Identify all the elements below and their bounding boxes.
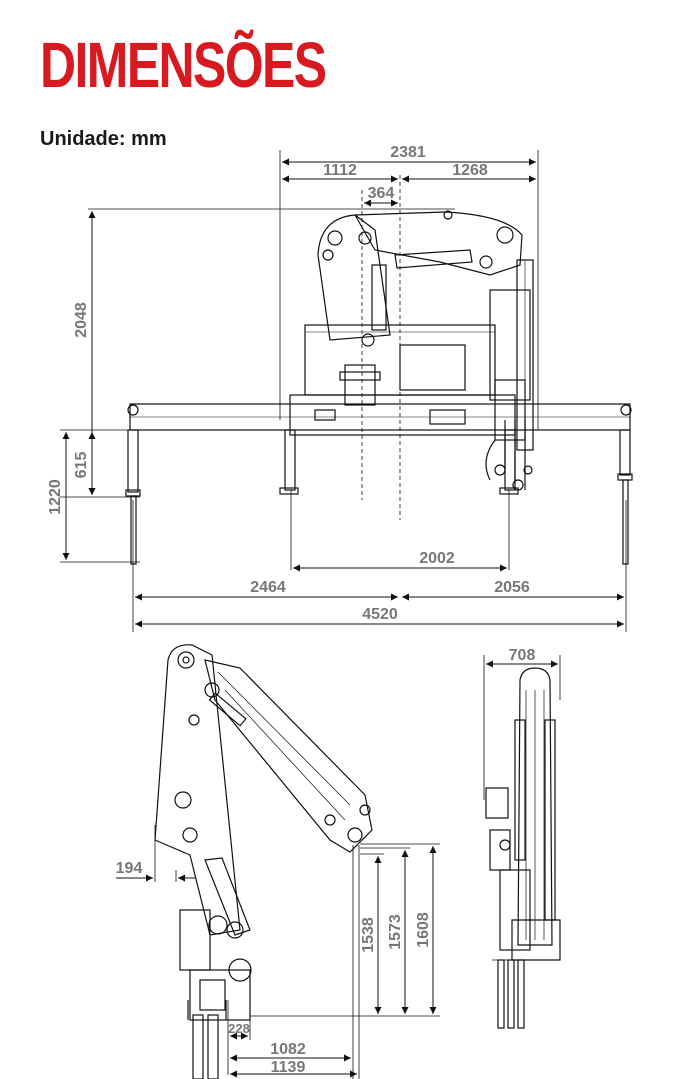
dim-1268: 1268 [452, 162, 488, 179]
dim-2056: 2056 [494, 579, 530, 596]
dim-1220: 1220 [47, 479, 64, 515]
dim-615: 615 [73, 452, 90, 479]
dim-2002: 2002 [419, 550, 455, 567]
front-view-drawing [483, 655, 561, 1029]
dim-1139: 1139 [271, 1059, 306, 1076]
side-view-dimensions [116, 846, 437, 1078]
dim-2048: 2048 [73, 302, 90, 338]
dim-1573: 1573 [387, 914, 404, 950]
dim-1112: 1112 [323, 162, 357, 179]
dim-708: 708 [509, 647, 536, 664]
dim-2464: 2464 [250, 579, 286, 596]
dim-4520: 4520 [362, 606, 398, 623]
dim-1082: 1082 [270, 1041, 306, 1058]
dim-1538: 1538 [360, 917, 377, 953]
dim-228: 228 [228, 1021, 250, 1036]
top-view-dimensions [62, 158, 624, 628]
side-view-drawing [154, 644, 440, 1079]
dim-364: 364 [368, 185, 395, 202]
page-title: DIMENSÕES [40, 29, 327, 101]
dim-2381: 2381 [390, 144, 426, 161]
dim-1608: 1608 [415, 912, 432, 948]
top-view-drawing [60, 150, 633, 632]
side-view-dimension-labels: 194 228 1082 1139 1538 1573 1608 [116, 860, 432, 1076]
dim-194: 194 [116, 860, 143, 877]
unit-label: Unidade: mm [40, 128, 167, 150]
top-view-dimension-labels: 2381 1112 1268 364 2048 615 1220 2002 24… [47, 144, 530, 623]
